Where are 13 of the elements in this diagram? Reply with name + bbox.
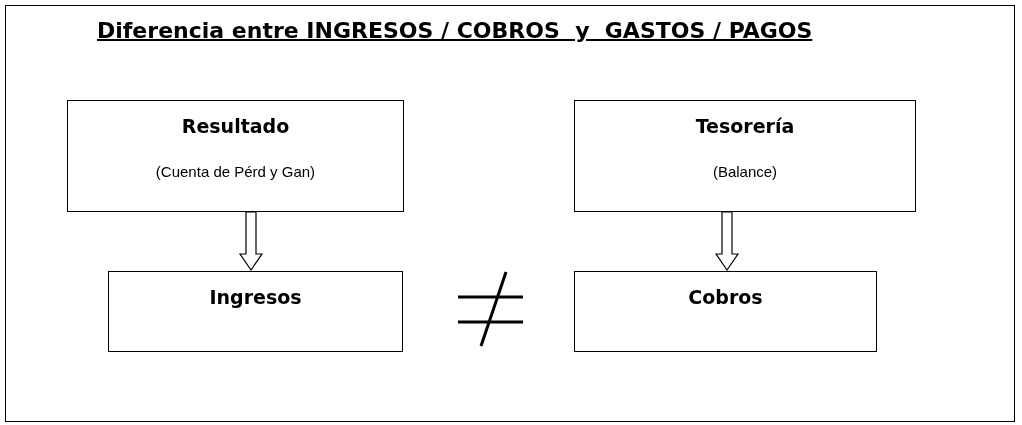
block-arrow (714, 211, 740, 272)
box-heading: Resultado (180, 115, 291, 137)
box-heading: Tesorería (694, 115, 796, 137)
box-subtitle: (Cuenta de Pérd y Gan) (154, 163, 317, 180)
diagram-title: Diferencia entre INGRESOS / COBROS y GASTOS / PAGOS (97, 18, 813, 43)
process-box (574, 100, 916, 212)
process-box (67, 100, 404, 212)
box-heading: Cobros (687, 286, 764, 308)
process-box (108, 271, 403, 352)
box-subtitle: (Balance) (711, 163, 779, 180)
process-box (574, 271, 877, 352)
block-arrow (238, 211, 264, 272)
box-heading: Ingresos (208, 286, 303, 308)
